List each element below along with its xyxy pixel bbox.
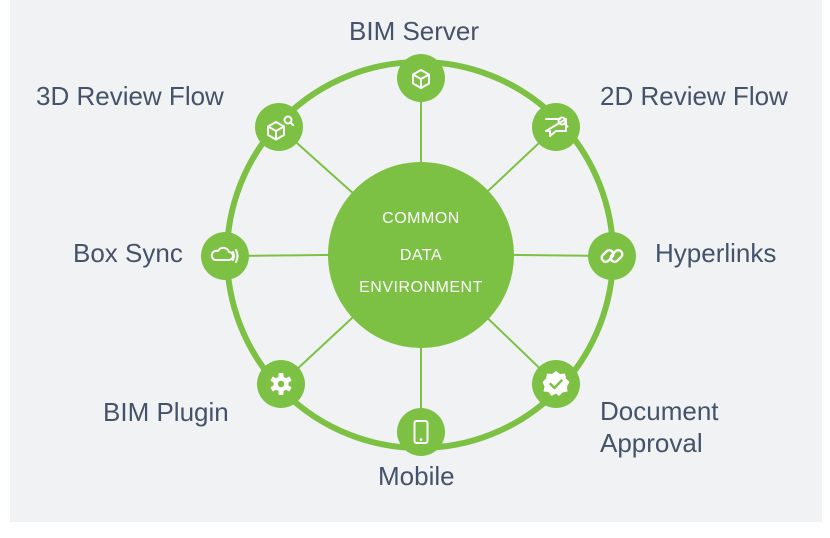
label-2d-review-flow: 2D Review Flow [600, 81, 788, 111]
label-bim-server: BIM Server [349, 16, 480, 46]
label-bim-plugin: BIM Plugin [103, 397, 229, 427]
cloud-sync-icon [210, 246, 239, 263]
label-hyperlinks: Hyperlinks [655, 238, 777, 268]
node-2d-review-flow[interactable] [532, 103, 580, 151]
cube-icon [412, 69, 430, 89]
label-mobile: Mobile [378, 461, 455, 491]
gear-icon [270, 373, 292, 395]
link-icon [600, 249, 624, 263]
chat-search-icon [545, 116, 569, 137]
label-box-sync: Box Sync [73, 238, 183, 268]
check-badge-icon [542, 371, 570, 396]
center-title-line-1: COMMON [382, 210, 460, 227]
label-document: Document [600, 396, 719, 426]
node-mobile[interactable] [397, 408, 445, 456]
node-box-sync[interactable] [201, 232, 249, 280]
node-3d-review-flow[interactable] [255, 103, 303, 151]
phone-icon [413, 420, 429, 444]
center-hub [328, 162, 514, 348]
label-3d-review-flow: 3D Review Flow [36, 81, 224, 111]
center-title-line-2: DATA [399, 247, 443, 264]
label-approval: Approval [600, 428, 703, 458]
center-title-line-3: ENVIRONMENT [359, 279, 483, 296]
cube-search-icon [267, 115, 294, 141]
